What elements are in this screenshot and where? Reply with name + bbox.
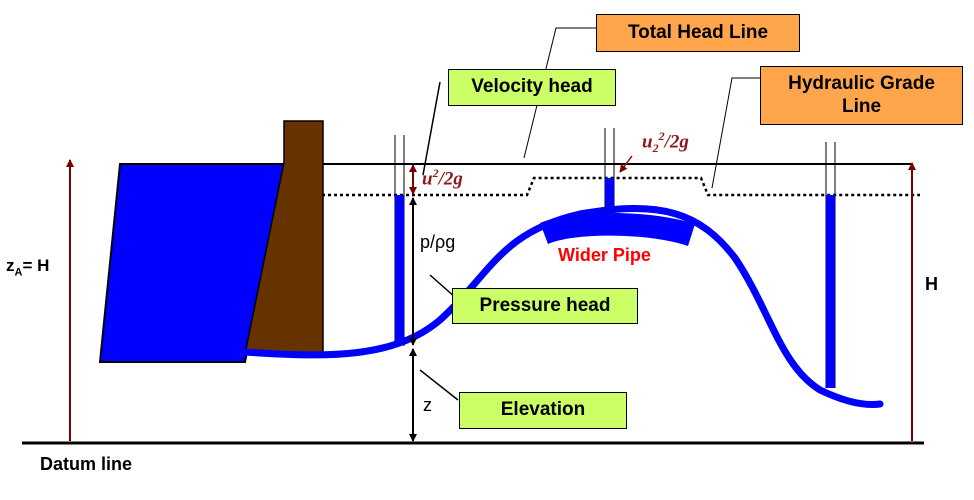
velocity-head-equation: u2/2g bbox=[422, 166, 463, 190]
total-head-line-label: Total Head Line bbox=[596, 14, 800, 52]
hydraulic-grade-line bbox=[322, 176, 920, 197]
elevation-leader bbox=[419, 369, 459, 401]
pressure-head-label: Pressure head bbox=[452, 288, 638, 324]
u2-leader bbox=[619, 155, 633, 173]
wider-pipe-velocity-equation: u22/2g bbox=[642, 129, 689, 156]
wider-pipe-section bbox=[540, 213, 695, 246]
elevation-symbol: z bbox=[423, 395, 432, 415]
datum-line-label: Datum line bbox=[40, 454, 133, 474]
velocity-head-leader bbox=[422, 81, 441, 176]
pressure-head-leader bbox=[429, 274, 457, 299]
reservoir-water bbox=[98, 163, 286, 363]
piezometer-tube-3 bbox=[825, 142, 836, 388]
velocity-head-label: Velocity head bbox=[448, 69, 616, 106]
piezometer-tube-2 bbox=[604, 128, 615, 212]
hydraulic-grade-line-label: Hydraulic Grade Line bbox=[760, 66, 963, 125]
total-head-leader bbox=[523, 27, 596, 159]
pressure-head-symbol: p/ρg bbox=[420, 232, 456, 252]
h-label-right: H bbox=[925, 274, 938, 294]
elevation-label: Elevation bbox=[459, 392, 627, 429]
hgl-leader bbox=[711, 77, 760, 189]
wider-pipe-label: Wider Pipe bbox=[558, 245, 651, 265]
piezometer-tube-1 bbox=[394, 135, 405, 346]
za-label: zA= H bbox=[6, 256, 50, 279]
